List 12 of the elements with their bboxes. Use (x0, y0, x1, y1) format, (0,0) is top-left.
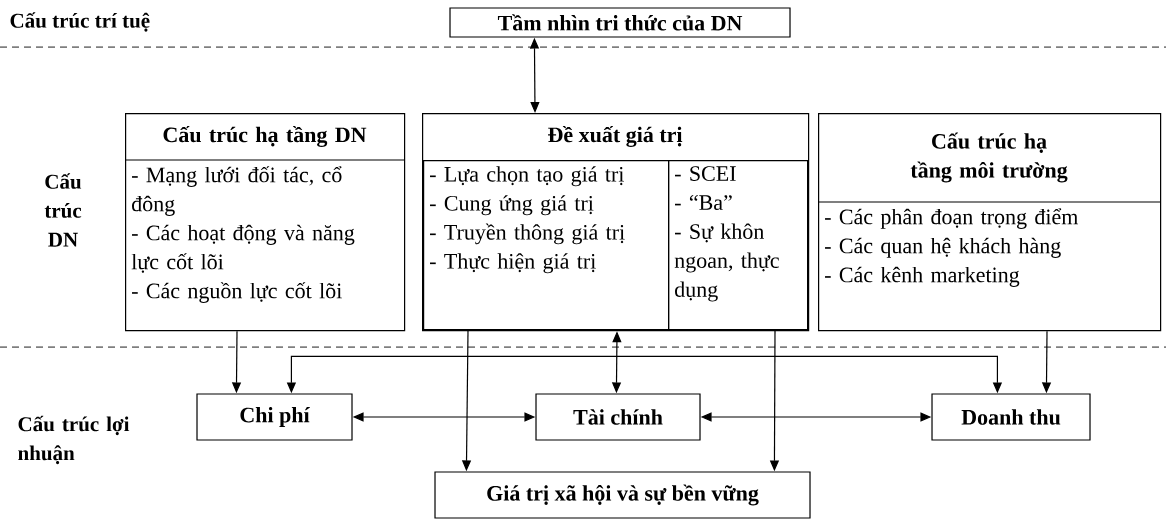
panel-box: Cấu trúc hạ tầng môi trường - Các phân đoạn trọng điểm - Các quan hệ khách hàng - Các kênh marketing (817, 113, 1162, 332)
column-box: - SCEI - “Ba” - Sự khôn ngoan, thực dụng (668, 160, 809, 331)
row-label: Cấu trúc trí tuệ (10, 12, 150, 32)
process-box: Tài chính (535, 393, 701, 441)
process-box: Doanh thu (931, 393, 1091, 441)
row-label: Cấu trúc lợi nhuận (18, 415, 130, 465)
process-box: Tầm nhìn tri thức của DN (449, 7, 791, 38)
process-box: Giá trị xã hội và sự bền vững (434, 471, 811, 519)
column-box: - Lựa chọn tạo giá trị - Cung ứng giá trị - Truyền thông giá trị - Thực hiện giá trị (423, 160, 670, 331)
process-box: Chi phí (196, 393, 353, 441)
row-label: Cấu trúc DN (44, 173, 82, 247)
panel-box: Cấu trúc hạ tầng DN - Mạng lưới đối tác, cổ đông - Các hoạt động và năng lực cốt lõi - Các nguồn lực cốt lõi (124, 113, 406, 332)
